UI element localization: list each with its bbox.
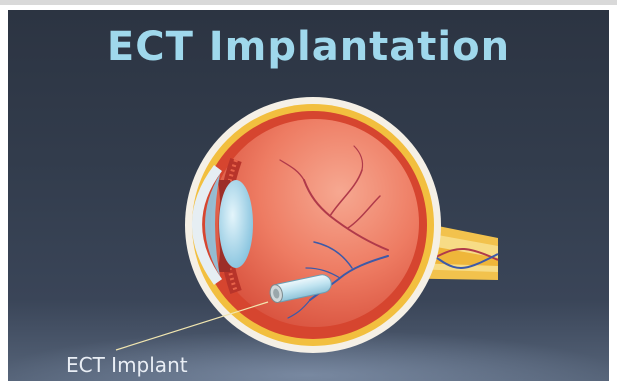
diagram-panel: ECT Implantation — [8, 10, 609, 381]
lens — [219, 180, 253, 268]
implant-label: ECT Implant — [66, 353, 188, 377]
eye-cross-section — [8, 10, 609, 381]
top-border — [0, 0, 617, 5]
